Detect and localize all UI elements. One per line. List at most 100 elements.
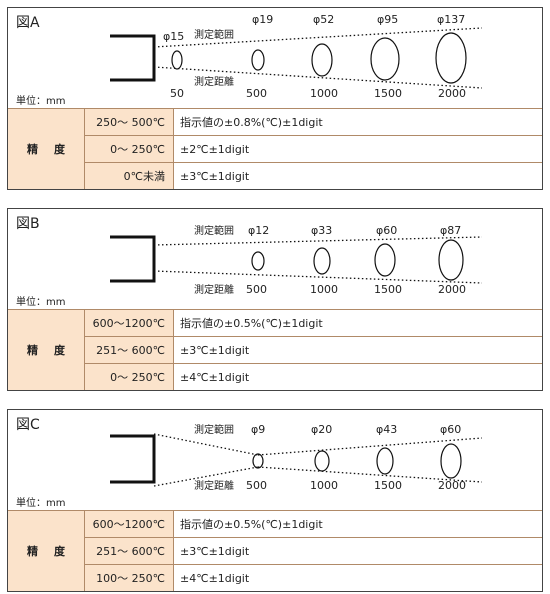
figure-b-label: 図B (16, 216, 40, 232)
accuracy-value: 指示値の±0.8%(℃)±1digit (173, 108, 542, 136)
table-row: 精度 600～1200℃ 指示値の±0.5%(℃)±1digit (8, 510, 542, 591)
field-of-view-upper (153, 433, 259, 456)
accuracy-value: ±3℃±1digit (173, 336, 542, 364)
thermometer-bracket (110, 434, 156, 484)
accuracy-value: 指示値の±0.5%(℃)±1digit (173, 309, 542, 337)
table-row: 精度 250～ 500℃ 指示値の±0.8%(℃)±1digit (8, 108, 542, 189)
distance-value: 500 (246, 283, 267, 296)
distance-value: 1500 (374, 87, 402, 100)
spot-circle (313, 247, 331, 275)
field-of-view-lower-far (257, 466, 483, 483)
distance-value: 50 (170, 87, 184, 100)
spot-circle (374, 243, 396, 277)
field-of-view-lower (153, 270, 483, 284)
distance-value: 1000 (310, 479, 338, 492)
figure-a-label: 図A (16, 15, 40, 31)
table-row: 251～ 600℃ ±3℃±1digit (8, 336, 542, 364)
unit-label: 単位：mm (16, 96, 66, 107)
range-label: 測定範囲 (194, 423, 234, 436)
temperature-range: 251～ 600℃ (84, 537, 174, 565)
diameter-label: φ60 (376, 224, 397, 237)
diameter-label: φ20 (311, 423, 332, 436)
accuracy-value: ±4℃±1digit (173, 363, 542, 390)
diameter-label: φ137 (437, 13, 465, 26)
unit-label: 単位：mm (16, 297, 66, 308)
distance-value: 1000 (310, 283, 338, 296)
spot-circle (370, 37, 400, 81)
figure-a-diagram: 図A 測定範囲 測定距離 φ15 φ19 φ52 φ95 φ137 50 500… (8, 8, 542, 108)
spot-circle (435, 32, 467, 84)
accuracy-value: ±2℃±1digit (173, 135, 542, 163)
temperature-range: 0℃未満 (84, 162, 174, 189)
figure-a-svg: 測定範囲 測定距離 φ15 φ19 φ52 φ95 φ137 50 500 10… (110, 13, 483, 100)
temperature-range: 600～1200℃ (84, 510, 174, 538)
field-of-view-upper-far (257, 437, 483, 456)
diameter-label: φ95 (377, 13, 398, 26)
table-row: 0～ 250℃ ±2℃±1digit (8, 135, 542, 163)
field-of-view-lower (153, 466, 259, 487)
field-of-view-upper (153, 27, 483, 48)
temperature-range: 0～ 250℃ (84, 135, 174, 163)
figure-b-svg: 測定範囲 測定距離 φ12 φ33 φ60 φ87 500 1000 1500 … (110, 224, 483, 296)
thermometer-bracket (110, 235, 156, 283)
diameter-label: φ12 (248, 224, 269, 237)
range-label: 測定範囲 (194, 224, 234, 237)
table-row: 0℃未満 ±3℃±1digit (8, 162, 542, 189)
distance-label: 測定距離 (194, 75, 234, 88)
spot-circle (252, 453, 264, 469)
table-row: 100～ 250℃ ±4℃±1digit (8, 564, 542, 591)
diameter-label: φ43 (376, 423, 397, 436)
figure-a-panel: 図A 測定範囲 測定距離 φ15 φ19 φ52 φ95 φ137 50 500… (7, 7, 543, 190)
accuracy-table: 精度 600～1200℃ 指示値の±0.5%(℃)±1digit 251～ 60… (8, 309, 542, 390)
spot-circle (314, 450, 330, 472)
table-row: 0～ 250℃ ±4℃±1digit (8, 363, 542, 390)
distance-value: 1500 (374, 283, 402, 296)
figure-c-panel: 図C 測定範囲 測定距離 φ9 φ20 φ43 φ60 500 1000 150… (7, 409, 543, 592)
spot-circle (251, 251, 265, 271)
accuracy-value: ±3℃±1digit (173, 162, 542, 189)
temperature-range: 250～ 500℃ (84, 108, 174, 136)
table-row: 精度 600～1200℃ 指示値の±0.5%(℃)±1digit (8, 309, 542, 390)
figure-c-svg: 測定範囲 測定距離 φ9 φ20 φ43 φ60 500 1000 1500 2… (110, 423, 483, 492)
diameter-label: φ19 (252, 13, 273, 26)
spot-circle (376, 447, 394, 475)
accuracy-heading: 精度 (8, 309, 85, 390)
diameter-label: φ15 (163, 30, 184, 43)
temperature-range: 0～ 250℃ (84, 363, 174, 390)
figure-b-panel: 図B 測定範囲 測定距離 φ12 φ33 φ60 φ87 500 1000 15… (7, 208, 543, 391)
distance-value: 500 (246, 87, 267, 100)
thermometer-bracket (110, 34, 156, 82)
distance-value: 1000 (310, 87, 338, 100)
diameter-label: φ60 (440, 423, 461, 436)
accuracy-value: ±4℃±1digit (173, 564, 542, 591)
diameter-label: φ87 (440, 224, 461, 237)
accuracy-value: 指示値の±0.5%(℃)±1digit (173, 510, 542, 538)
temperature-range: 251～ 600℃ (84, 336, 174, 364)
spot-circle (440, 443, 462, 479)
diameter-label: φ52 (313, 13, 334, 26)
accuracy-heading: 精度 (8, 510, 85, 591)
accuracy-table: 精度 250～ 500℃ 指示値の±0.8%(℃)±1digit 0～ 250℃… (8, 108, 542, 189)
spot-circle (311, 43, 333, 77)
spot-circle (171, 50, 183, 70)
figure-c-diagram: 図C 測定範囲 測定距離 φ9 φ20 φ43 φ60 500 1000 150… (8, 410, 542, 510)
temperature-range: 100～ 250℃ (84, 564, 174, 591)
diameter-label: φ33 (311, 224, 332, 237)
accuracy-table: 精度 600～1200℃ 指示値の±0.5%(℃)±1digit 251～ 60… (8, 510, 542, 591)
figure-b-diagram: 図B 測定範囲 測定距離 φ12 φ33 φ60 φ87 500 1000 15… (8, 209, 542, 309)
distance-value: 2000 (438, 283, 466, 296)
diameter-label: φ9 (251, 423, 265, 436)
accuracy-value: ±3℃±1digit (173, 537, 542, 565)
distance-value: 500 (246, 479, 267, 492)
field-of-view-lower (153, 66, 483, 89)
spot-circle (251, 49, 265, 71)
spot-circle (438, 239, 464, 281)
distance-value: 2000 (438, 87, 466, 100)
table-row: 251～ 600℃ ±3℃±1digit (8, 537, 542, 565)
figure-c-label: 図C (16, 417, 40, 433)
temperature-range: 600～1200℃ (84, 309, 174, 337)
distance-label: 測定距離 (194, 283, 234, 296)
unit-label: 単位：mm (16, 498, 66, 509)
distance-value: 1500 (374, 479, 402, 492)
accuracy-heading: 精度 (8, 108, 85, 189)
